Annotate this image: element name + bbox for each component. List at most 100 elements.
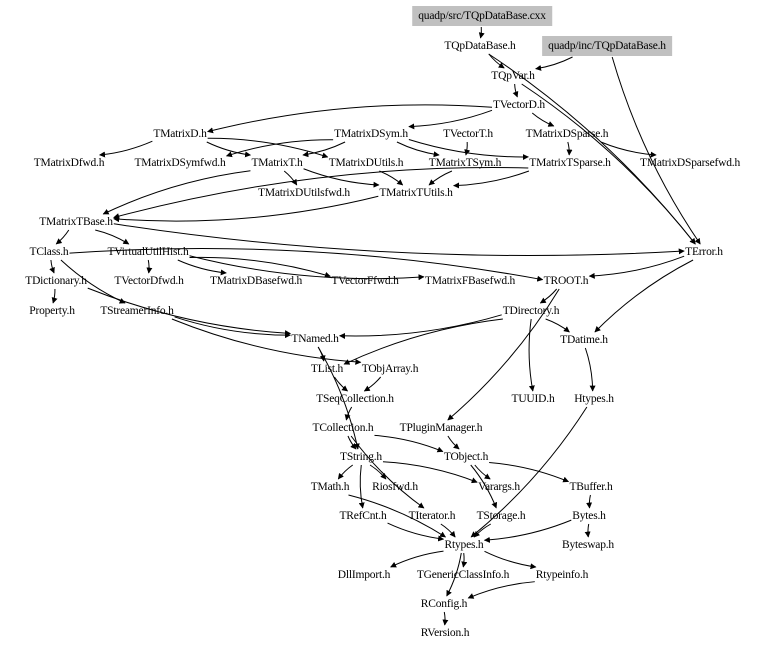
node-TDirectory-h[interactable]: TDirectory.h <box>502 305 560 317</box>
edge-TVectorT_h-to-TMatrixTSym_h <box>464 141 471 156</box>
node-Rtypes-h[interactable]: Rtypes.h <box>444 539 484 551</box>
node-TString-h[interactable]: TString.h <box>340 451 382 463</box>
node-TDictionary-h[interactable]: TDictionary.h <box>25 275 87 287</box>
node-TCollection-h[interactable]: TCollection.h <box>312 422 374 434</box>
node-TQpDataBase-h[interactable]: TQpDataBase.h <box>444 40 516 52</box>
node-TVectorDfwd-h[interactable]: TVectorDfwd.h <box>114 275 184 287</box>
edge-TString_h-to-TMath_h <box>337 464 354 480</box>
node-TMatrixDBasefwd-h[interactable]: TMatrixDBasefwd.h <box>209 275 303 287</box>
edge-TString_h-to-TRefCnt_h <box>358 464 365 509</box>
edge-TDirectory_h-to-TDatime_h <box>545 318 570 333</box>
node-TStreamerInfo-h[interactable]: TStreamerInfo.h <box>100 305 174 317</box>
node-TMatrixDUtils-h[interactable]: TMatrixDUtils.h <box>328 157 404 169</box>
node-TSeqCollection-h[interactable]: TSeqCollection.h <box>316 393 394 405</box>
edge-TDatime_h-to-Htypes_h <box>584 347 596 392</box>
node-TMath-h[interactable]: TMath.h <box>310 481 350 493</box>
node-TDatime-h[interactable]: TDatime.h <box>560 334 608 346</box>
edge-Rtypes_h-to-DllImport_h <box>390 550 444 568</box>
node-inc-h[interactable]: quadp/inc/TQpDataBase.h <box>542 36 672 56</box>
node-TMatrixTBase-h[interactable]: TMatrixTBase.h <box>39 216 113 228</box>
edge-Htypes_h-to-Rtypes_h <box>470 406 588 538</box>
node-TPluginManager-h[interactable]: TPluginManager.h <box>399 422 483 434</box>
edge-TStreamerInfo_h-to-TObjArray_h <box>171 318 362 365</box>
edge-TCollection_h-to-TObject_h <box>374 434 444 453</box>
edge-src_cxx-to-TQpDataBase_h <box>478 26 485 39</box>
edge-TDictionary_h-to-Property_h <box>51 288 58 304</box>
node-TStorage-h[interactable]: TStorage.h <box>476 510 526 522</box>
node-Varargs-h[interactable]: Varargs.h <box>478 481 520 493</box>
edge-TString_h-to-Riosfwd_h <box>369 464 387 480</box>
node-TMatrixDSymfwd-h[interactable]: TMatrixDSymfwd.h <box>134 157 226 169</box>
node-TMatrixT-h[interactable]: TMatrixT.h <box>251 157 303 169</box>
node-TGenericClassInfo-h[interactable]: TGenericClassInfo.h <box>416 569 510 581</box>
edge-RConfig_h-to-RVersion_h <box>442 611 449 626</box>
node-TMatrixTSym-h[interactable]: TMatrixTSym.h <box>428 157 502 169</box>
edge-TObject_h-to-Varargs_h <box>474 464 491 480</box>
node-TObject-h[interactable]: TObject.h <box>443 451 489 463</box>
node-TUUID-h[interactable]: TUUID.h <box>511 393 555 405</box>
node-src-cxx[interactable]: quadp/src/TQpDataBase.cxx <box>412 6 552 26</box>
node-Byteswap-h[interactable]: Byteswap.h <box>562 539 614 551</box>
edge-TClass_h-to-TDictionary_h <box>49 259 55 274</box>
edge-TVirtualUtilHist_h-to-TMatrixFBasefwd_h <box>189 255 425 281</box>
edge-TVirtualUtilHist_h-to-TVectorDfwd_h <box>146 259 153 274</box>
node-Riosfwd-h[interactable]: Riosfwd.h <box>372 481 418 493</box>
node-Rtypeinfo-h[interactable]: Rtypeinfo.h <box>535 569 589 581</box>
edge-TMath_h-to-Rtypes_h <box>348 494 447 538</box>
edge-TNamed_h-to-TString_h <box>317 346 360 450</box>
node-TVectorFfwd-h[interactable]: TVectorFfwd.h <box>331 275 399 287</box>
edge-TMatrixD_h-to-TMatrixT_h <box>206 141 252 158</box>
edge-TString_h-to-Varargs_h <box>382 461 478 484</box>
node-TMatrixDUtilsfwd-h[interactable]: TMatrixDUtilsfwd.h <box>258 187 350 199</box>
edge-TMatrixT_h-to-TMatrixTBase_h <box>102 170 251 215</box>
edge-TStreamerInfo_h-to-TNamed_h <box>174 316 291 339</box>
node-TError-h[interactable]: TError.h <box>685 246 723 258</box>
edge-TObjArray_h-to-TSeqCollection_h <box>363 376 382 392</box>
edge-inc_h-to-TQpVar_h <box>535 56 573 71</box>
edge-TStorage_h-to-Rtypes_h <box>473 523 492 538</box>
node-TIterator-h[interactable]: TIterator.h <box>408 510 456 522</box>
node-TVectorT-h[interactable]: TVectorT.h <box>443 128 493 140</box>
node-Property-h[interactable]: Property.h <box>29 305 75 317</box>
node-TObjArray-h[interactable]: TObjArray.h <box>361 363 419 375</box>
edge-Rtypes_h-to-RConfig_h <box>446 552 462 597</box>
edge-TIterator_h-to-Rtypes_h <box>440 523 456 538</box>
node-TMatrixDSparsefwd-h[interactable]: TMatrixDSparsefwd.h <box>640 157 740 169</box>
node-TList-h[interactable]: TList.h <box>310 363 344 375</box>
node-TMatrixTUtils-h[interactable]: TMatrixTUtils.h <box>379 187 453 199</box>
node-TMatrixDSparse-h[interactable]: TMatrixDSparse.h <box>525 128 609 140</box>
edge-TList_h-to-TSeqCollection_h <box>334 376 349 392</box>
node-RConfig-h[interactable]: RConfig.h <box>420 598 468 610</box>
edge-TMatrixDSym_h-to-TMatrixTSparse_h <box>408 139 529 160</box>
node-TVectorD-h[interactable]: TVectorD.h <box>493 99 545 111</box>
node-DllImport-h[interactable]: DllImport.h <box>337 569 391 581</box>
edge-TMatrixT_h-to-TMatrixDUtilsfwd_h <box>283 170 298 186</box>
node-TMatrixFBasefwd-h[interactable]: TMatrixFBasefwd.h <box>424 275 516 287</box>
node-TMatrixDSym-h[interactable]: TMatrixDSym.h <box>334 128 408 140</box>
node-TClass-h[interactable]: TClass.h <box>29 246 69 258</box>
edge-TMatrixTSparse_h-to-TMatrixTBase_h <box>113 167 529 219</box>
edge-TClass_h-to-TROOT_h <box>69 248 544 282</box>
node-TMatrixD-h[interactable]: TMatrixD.h <box>153 128 207 140</box>
edge-TMatrixTSparse_h-to-TMatrixTUtils_h <box>453 170 530 189</box>
node-Bytes-h[interactable]: Bytes.h <box>572 510 606 522</box>
node-TVirtualUtilHist-h[interactable]: TVirtualUtilHist.h <box>107 246 189 258</box>
edge-TROOT_h-to-TDirectory_h <box>539 288 558 304</box>
edge-TDirectory_h-to-TList_h <box>343 318 503 365</box>
edge-TMatrixDUtils_h-to-TMatrixTUtils_h <box>379 170 404 186</box>
node-RVersion-h[interactable]: RVersion.h <box>420 627 470 639</box>
node-Htypes-h[interactable]: Htypes.h <box>574 393 614 405</box>
node-TMatrixTSparse-h[interactable]: TMatrixTSparse.h <box>529 157 611 169</box>
node-TRefCnt-h[interactable]: TRefCnt.h <box>339 510 387 522</box>
node-TQpVar-h[interactable]: TQpVar.h <box>491 70 535 82</box>
node-TBuffer-h[interactable]: TBuffer.h <box>569 481 613 493</box>
node-TNamed-h[interactable]: TNamed.h <box>291 333 339 345</box>
edge-Bytes_h-to-Rtypes_h <box>483 519 572 543</box>
edge-TMatrixTBase_h-to-TError_h <box>113 223 685 256</box>
edge-TVectorD_h-to-TMatrixDSparse_h <box>531 112 555 127</box>
edge-TMatrixD_h-to-TMatrixDfwd_h <box>99 140 153 158</box>
node-TMatrixDfwd-h[interactable]: TMatrixDfwd.h <box>33 157 105 169</box>
node-TROOT-h[interactable]: TROOT.h <box>543 275 589 287</box>
